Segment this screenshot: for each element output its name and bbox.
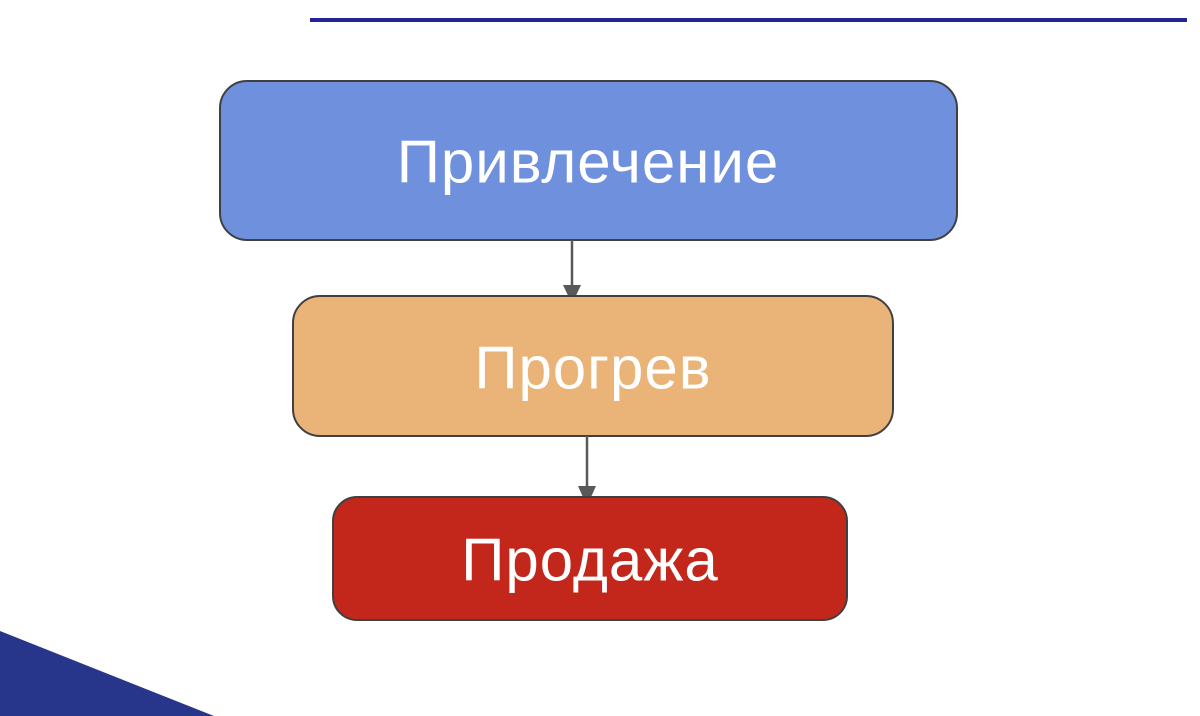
node-attraction-label: Привлечение xyxy=(397,129,780,196)
arrow-head-icon xyxy=(563,285,581,304)
arrow-attraction-to-warming xyxy=(563,240,581,304)
arrow-warming-to-sale xyxy=(578,436,596,506)
top-divider-line xyxy=(310,18,1187,22)
node-sale-label: Продажа xyxy=(461,527,718,594)
node-sale xyxy=(332,496,848,621)
node-warming-label: Прогрев xyxy=(474,335,711,402)
corner-triangle-decoration xyxy=(0,631,214,716)
node-attraction xyxy=(219,80,958,241)
node-warming xyxy=(292,295,894,437)
